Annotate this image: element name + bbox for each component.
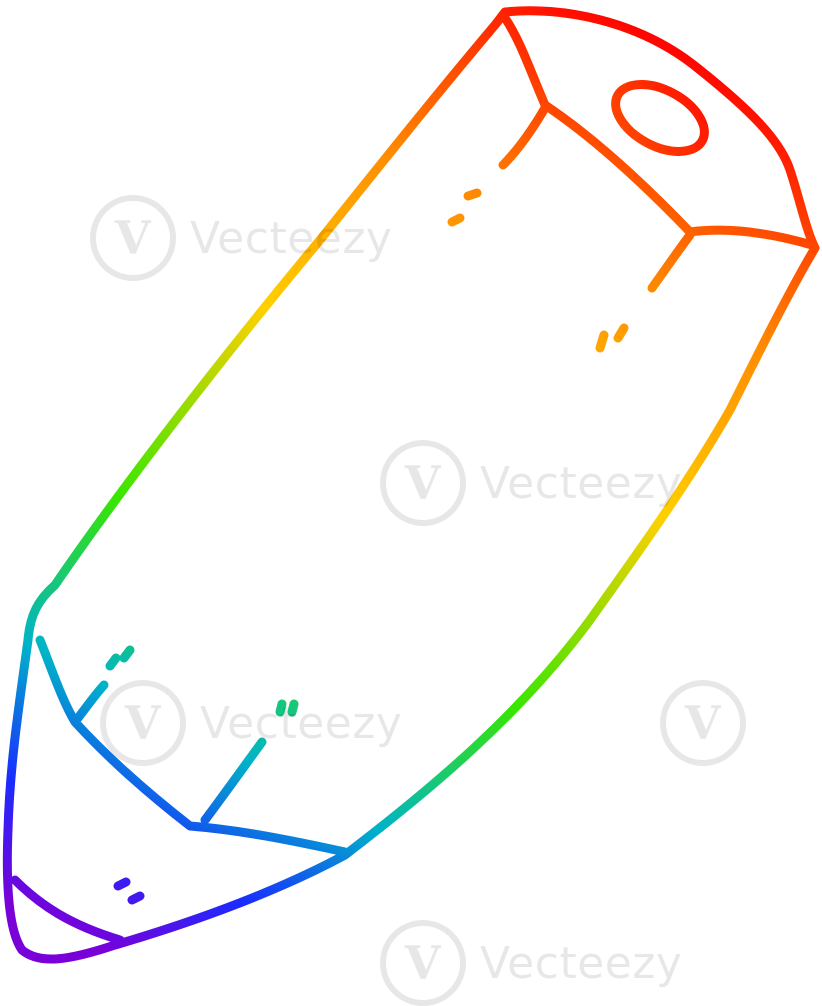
top-facet-line-2 [685, 225, 817, 250]
dash-mark-3 [595, 330, 609, 353]
dash-mark-7 [275, 699, 287, 717]
dash-mark-4 [613, 323, 629, 343]
dash-mark-10 [127, 891, 145, 905]
dash-mark-8 [287, 699, 299, 717]
tip-inner-line-2 [200, 737, 267, 825]
tip-boundary-line [35, 635, 350, 857]
top-facet-line-3 [498, 103, 550, 170]
dash-mark-9 [113, 877, 131, 891]
dash-mark-6 [119, 645, 135, 663]
pencil-outline [2, 6, 820, 964]
top-facet-line-1 [500, 13, 695, 237]
dash-mark-5 [105, 653, 121, 671]
tip-inner-line-1 [73, 680, 109, 723]
dash-mark-2 [463, 188, 482, 201]
dash-mark-1 [447, 213, 465, 227]
top-facet-line-4 [647, 230, 695, 293]
eraser-ellipse [611, 80, 709, 156]
graphite-point [10, 875, 125, 945]
pencil-illustration [2, 6, 820, 964]
